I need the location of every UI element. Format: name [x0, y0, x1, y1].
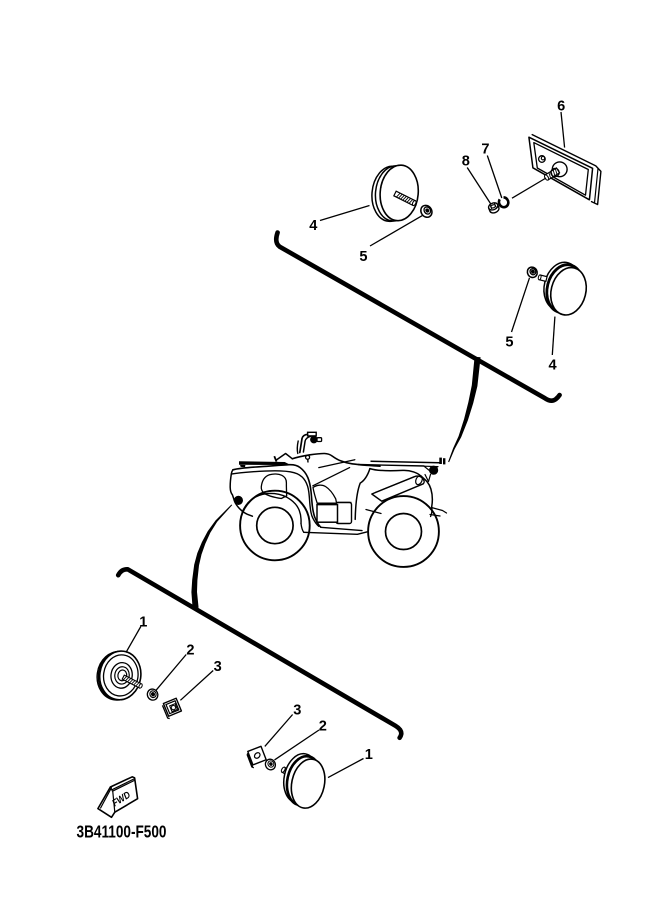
svg-text:3: 3: [293, 703, 301, 719]
svg-text:6: 6: [557, 98, 565, 114]
svg-text:4: 4: [548, 358, 557, 374]
svg-text:2: 2: [186, 642, 194, 658]
svg-text:5: 5: [359, 249, 367, 265]
svg-text:4: 4: [309, 218, 318, 234]
svg-text:1: 1: [365, 747, 373, 763]
svg-text:3B41100-F500: 3B41100-F500: [77, 821, 167, 841]
svg-text:3: 3: [214, 659, 222, 675]
svg-text:2: 2: [319, 719, 327, 735]
svg-text:1: 1: [139, 615, 147, 631]
svg-text:5: 5: [505, 334, 513, 350]
svg-text:8: 8: [462, 154, 470, 170]
svg-text:7: 7: [481, 141, 489, 157]
